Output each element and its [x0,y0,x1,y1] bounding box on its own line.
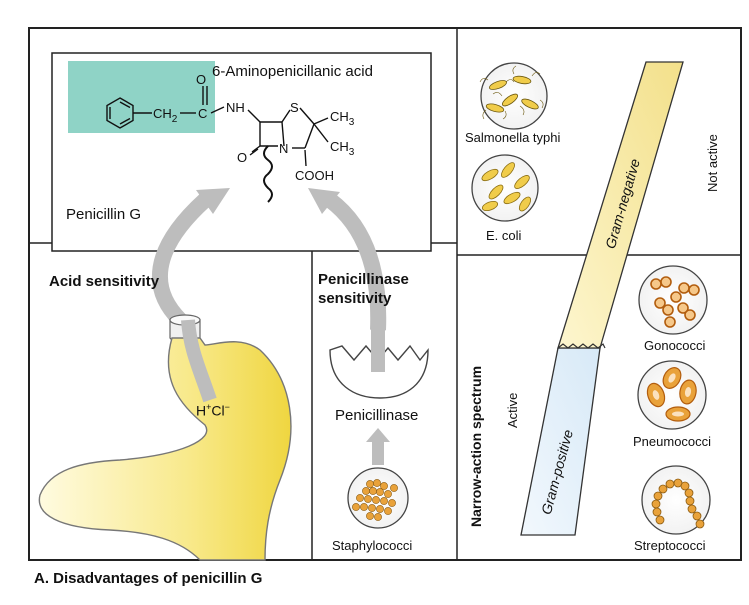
acid-sensitivity-title: Acid sensitivity [49,273,160,290]
staphylococci-label: Staphylococci [332,538,413,553]
not-active-label: Not active [705,134,720,192]
atom-o-top: O [196,72,206,87]
acid-hcl-label: H+Cl− [196,402,230,419]
acid-attack-arrowhead [196,188,230,214]
staph-arrowhead [366,428,390,442]
atom-s: S [290,100,299,115]
penicillinase-attack-arrowhead [308,188,340,214]
atom-c: C [198,106,207,121]
staphylococci-circle [347,467,409,529]
streptococci-circle [641,465,711,535]
attachment-wavy-line [263,145,273,203]
atom-ch3-a: CH3 [330,109,355,128]
acid-attack-arrow-shaft [152,194,211,326]
gonococci-label: Gonococci [644,338,706,353]
atom-ch3-b: CH3 [330,139,355,158]
atom-cooh: COOH [295,168,334,183]
salmonella-circle [479,62,548,130]
gonococci-circle [638,265,708,335]
outer-frame [28,27,742,561]
atom-nh: NH [226,100,245,115]
active-label: Active [505,392,520,428]
ecoli-circle [471,154,539,222]
atom-n: N [279,141,288,156]
acid-arrow-shaft [181,319,217,403]
atom-ch2: CH2 [153,106,178,125]
molecule-bonds [133,86,329,167]
salmonella-label: Salmonella typhi [465,130,561,145]
penicillinase-label: Penicillinase [335,407,419,424]
stomach-illustration [38,314,292,561]
penicillinase-attack-arrow-shaft [324,193,387,331]
core-name-label: 6-Aminopenicillanic acid [212,63,373,80]
benzene-ring [106,97,134,129]
bar-junction-zigzag [557,343,606,349]
pneumococci-circle [637,360,707,430]
side-chain-highlight [68,61,215,133]
ecoli-label: E. coli [486,228,522,243]
figure-title: A. Disadvantages of penicillin G [34,570,263,587]
gram-negative-bar [557,61,684,349]
streptococci-label: Streptococci [634,538,706,553]
drug-name-label: Penicillin G [66,206,142,223]
pneumococci-label: Pneumococci [633,434,712,449]
atom-o-ring: O [237,150,247,165]
narrow-spectrum-title: Narrow-action spectrum [468,365,484,527]
